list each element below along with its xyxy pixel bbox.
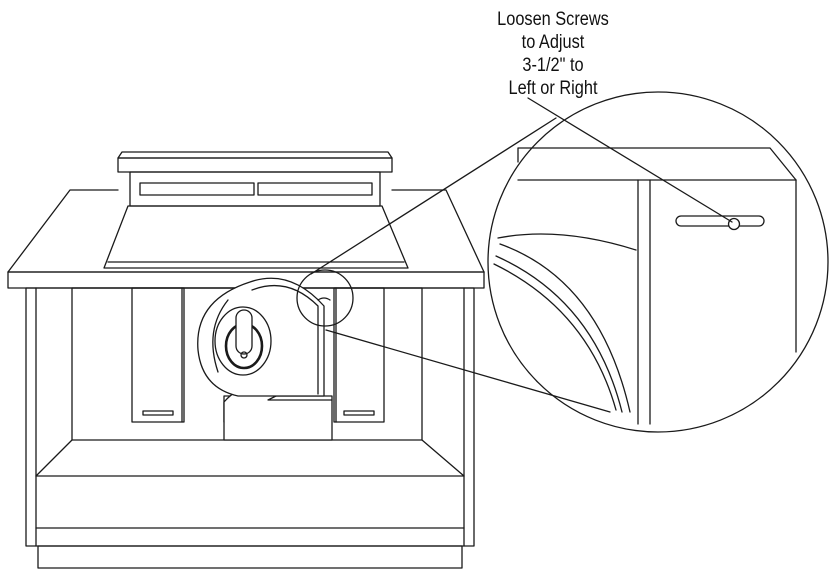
handle-right — [344, 411, 374, 415]
cabinet-floor-right — [422, 440, 464, 476]
cabinet-floor-left — [36, 440, 72, 476]
top-unit-slot-left — [140, 183, 254, 195]
top-unit-tray — [104, 206, 408, 268]
countertop — [8, 190, 484, 288]
countertop-right-back — [392, 190, 484, 272]
detail-leader-top — [311, 118, 556, 274]
top-unit-body — [130, 172, 380, 206]
handle-left — [143, 411, 173, 415]
support-panel-left — [132, 288, 184, 422]
detail-adjust-slot — [676, 216, 764, 226]
callout-label: Loosen Screws to Adjust 3-1/2" to Left o… — [489, 8, 618, 100]
callout-line-3: 3-1/2" to — [522, 55, 584, 76]
top-unit-cap — [118, 158, 392, 172]
detail-roll-curve-outer — [500, 244, 630, 412]
top-unit-cap-top — [118, 152, 392, 158]
countertop-left-back — [8, 190, 118, 272]
callout-line-4: Left or Right — [508, 78, 598, 99]
cabinet-base — [38, 546, 462, 568]
detail-roll-curve-inner — [494, 264, 616, 410]
detail-source-circle — [297, 270, 353, 326]
callout-line-2: to Adjust — [521, 32, 585, 53]
roll-axle — [236, 310, 252, 354]
callout-line-1: Loosen Screws — [497, 9, 609, 30]
top-unit-slot-right — [258, 183, 372, 195]
callout-leader — [528, 98, 732, 222]
detail-circle — [488, 92, 828, 432]
detail-cabinet-top — [518, 148, 796, 180]
detail-roll-curve-mid — [496, 256, 622, 412]
magnified-detail — [488, 92, 828, 432]
roll-axle-pin — [241, 352, 247, 358]
top-unit — [104, 152, 408, 268]
support-panels — [132, 288, 384, 422]
roll-mechanism — [198, 278, 332, 440]
support-panel-right — [334, 288, 384, 422]
detail-leader-bottom — [326, 330, 610, 412]
